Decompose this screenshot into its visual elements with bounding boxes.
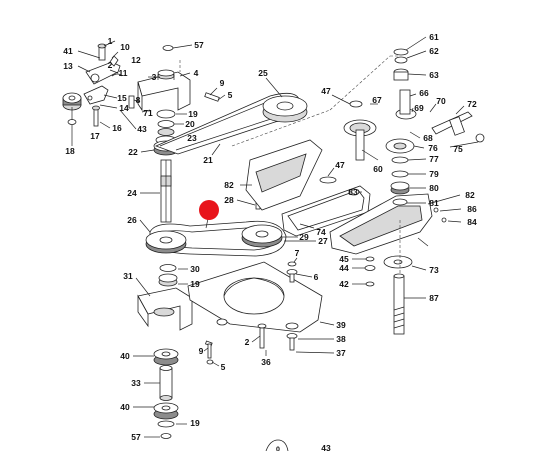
callout-c27: 27	[318, 236, 328, 246]
callout-c17: 17	[90, 131, 100, 141]
upper-pulley-stack	[140, 77, 308, 156]
callout-c61: 61	[429, 32, 439, 42]
callout-c68: 68	[423, 133, 433, 143]
callout-c18: 18	[65, 146, 75, 156]
callout-c9b: 9	[199, 346, 204, 356]
callout-c67: 67	[372, 95, 382, 105]
callout-c45: 45	[339, 254, 349, 264]
callout-c57b: 57	[131, 432, 141, 442]
bottom-partial-part: 0	[265, 439, 289, 451]
callout-c72: 72	[467, 99, 477, 109]
callout-c11: 11	[119, 68, 128, 78]
callout-c21: 21	[203, 155, 213, 165]
callout-c39: 39	[336, 320, 346, 330]
callout-c6: 6	[314, 272, 319, 282]
callout-c20: 20	[185, 119, 195, 129]
callout-c60: 60	[373, 164, 383, 174]
callout-c37: 37	[336, 348, 346, 358]
callout-c81: 81	[429, 198, 439, 208]
callout-c83: 83	[348, 187, 358, 197]
callout-c84: 84	[467, 217, 477, 227]
callout-c43b: 43	[321, 443, 331, 451]
callout-c74: 74	[316, 227, 326, 237]
callout-c31: 31	[123, 271, 133, 281]
lower-idler-bracket	[135, 264, 193, 331]
callout-c33: 33	[131, 378, 141, 388]
callout-c2b: 2	[245, 337, 250, 347]
callout-c16: 16	[112, 123, 122, 133]
callout-c22: 22	[128, 147, 138, 157]
callout-c62: 62	[429, 46, 439, 56]
callout-c80: 80	[429, 183, 439, 193]
callout-c19a: 19	[188, 109, 198, 119]
gear-stack	[331, 36, 427, 335]
callout-c82b: 82	[465, 190, 475, 200]
callout-c71: 71	[143, 108, 153, 118]
callout-c19b: 19	[190, 279, 200, 289]
callout-c63: 63	[429, 70, 439, 80]
callout-c86: 86	[467, 204, 477, 214]
callout-c73: 73	[429, 265, 439, 275]
callout-c79: 79	[429, 169, 439, 179]
callout-c57a: 57	[194, 40, 204, 50]
callout-c40b: 40	[120, 402, 130, 412]
spindle-spacer-stack	[133, 348, 187, 439]
callout-c70: 70	[436, 96, 446, 106]
callout-c82a: 82	[224, 180, 234, 190]
callout-c12: 12	[131, 55, 141, 65]
callout-c66: 66	[419, 88, 429, 98]
callout-c23: 23	[187, 133, 197, 143]
svg-text:0: 0	[276, 447, 280, 451]
callout-c4: 4	[194, 68, 199, 78]
callout-c1: 1	[108, 36, 113, 46]
callout-c40a: 40	[120, 351, 130, 361]
callout-c29: 29	[299, 232, 309, 242]
callout-c15: 15	[117, 93, 127, 103]
callout-c5b: 5	[221, 362, 226, 372]
callout-c8: 8	[136, 95, 141, 105]
callout-c3: 3	[152, 72, 157, 82]
callout-c42: 42	[339, 279, 349, 289]
callout-c7: 7	[295, 248, 300, 258]
callout-c43a: 43	[137, 124, 147, 134]
callout-c14: 14	[119, 103, 129, 113]
callout-c19c: 19	[190, 418, 200, 428]
callout-c77: 77	[429, 154, 439, 164]
callout-c47a: 47	[321, 86, 331, 96]
callout-c10: 10	[120, 42, 130, 52]
callout-c76: 76	[428, 143, 438, 153]
callout-c24: 24	[127, 188, 137, 198]
highlight-marker	[199, 200, 219, 220]
callout-c25: 25	[258, 68, 268, 78]
callout-c36: 36	[261, 357, 271, 367]
callout-c44: 44	[339, 263, 349, 273]
callout-c26: 26	[127, 215, 137, 225]
callout-c41: 41	[63, 46, 73, 56]
callout-c13: 13	[63, 61, 73, 71]
drive-shaft-and-lower-belt	[139, 159, 316, 257]
callout-c9a: 9	[220, 78, 225, 88]
callout-c47b: 47	[335, 160, 345, 170]
gearbox-housing	[240, 139, 462, 255]
bolt-lower	[203, 340, 220, 367]
mounting-plate	[187, 261, 335, 356]
control-lever	[429, 103, 485, 148]
right-fasteners	[286, 255, 427, 287]
callout-c2: 2	[108, 60, 113, 70]
callout-c75: 75	[453, 144, 463, 154]
idler-bracket-top	[128, 44, 226, 113]
callout-c5a: 5	[228, 90, 233, 100]
callout-c28: 28	[224, 195, 234, 205]
tension-arm-assembly	[62, 40, 137, 146]
callout-c30: 30	[190, 264, 200, 274]
callout-c87: 87	[429, 293, 439, 303]
callout-c69: 69	[414, 103, 424, 113]
callout-c38: 38	[336, 334, 346, 344]
